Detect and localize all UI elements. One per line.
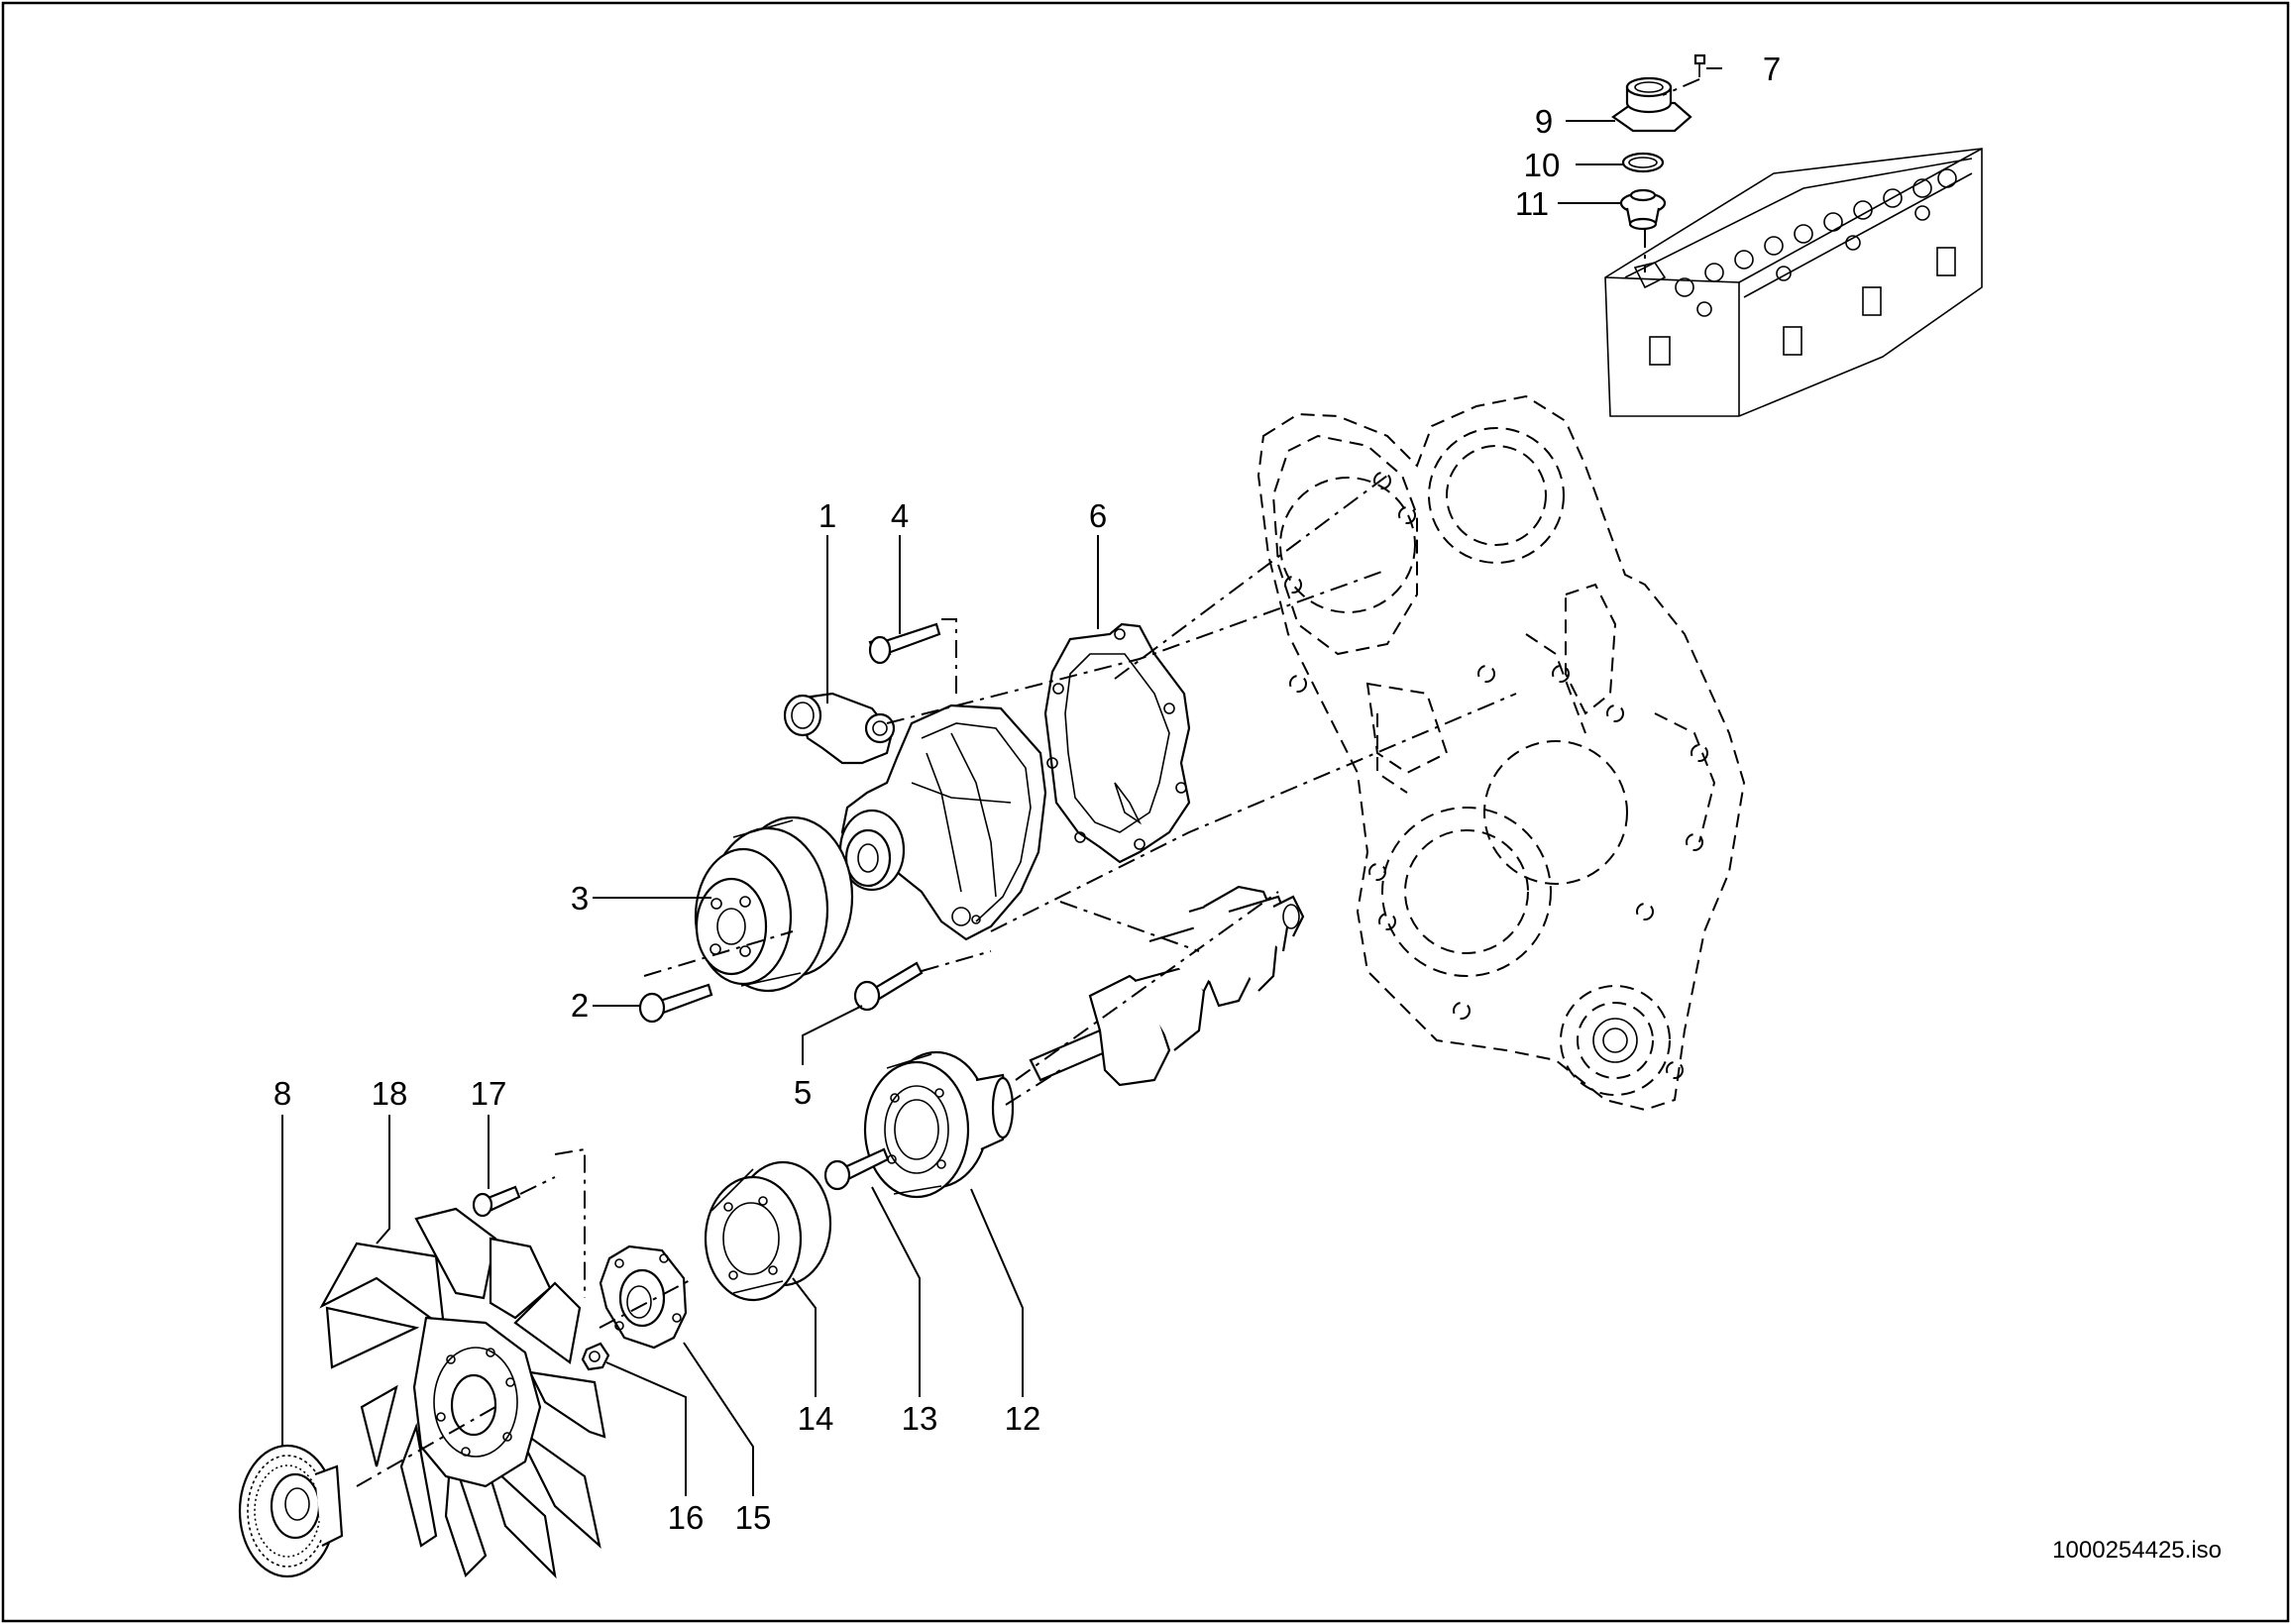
part-16-nut [581,1342,610,1371]
centerlines [356,475,1517,1487]
callout-11: 11 [1515,185,1549,222]
callout-15: 15 [735,1499,772,1536]
part-14-spacer [704,1160,832,1302]
part-17-bolt [472,1185,521,1218]
crankshaft [1029,885,1305,1087]
cylinder-head [1604,148,1983,417]
callout-8: 8 [273,1075,291,1112]
callout-10: 10 [1524,147,1561,183]
callout-17: 17 [471,1075,507,1112]
callout-6: 6 [1089,497,1107,534]
part-3-pulley [694,815,854,993]
callout-14: 14 [798,1400,834,1437]
part-12-crank-pulley [863,1050,1015,1199]
part-18-fan [319,1207,606,1579]
callout-3: 3 [571,880,589,917]
part-6-gasket [1043,622,1191,864]
timing-cover-outline [1256,394,1746,1112]
callout-7: 7 [1763,51,1781,87]
callout-1: 1 [818,497,836,534]
part-5-bolt [853,961,924,1012]
part-10-seal-ring [1621,152,1665,173]
callout-5: 5 [794,1074,812,1111]
part-11-thermostat [1619,188,1667,231]
part-8-fan-clutch [238,1444,344,1578]
part-13-bolt [823,1147,890,1191]
callout-16: 16 [668,1499,705,1536]
part-9-thermostat-housing [1611,76,1692,133]
part-1-water-pump [783,692,1047,941]
callout-4: 4 [891,497,909,534]
part-2-bolt [638,983,713,1024]
callout-labels: 1 2 3 4 5 6 7 8 9 10 11 12 13 14 15 16 1… [273,51,1781,1536]
part-4-bolt [868,622,941,665]
callout-18: 18 [372,1075,408,1112]
part-15-flange-hub [599,1245,688,1350]
file-id: 1000254425.iso [2052,1537,2222,1564]
callout-13: 13 [902,1400,938,1437]
callout-12: 12 [1005,1400,1041,1437]
leader-lines [281,67,1722,1496]
callout-2: 2 [571,987,589,1024]
part-7-screw [1693,54,1706,77]
callout-9: 9 [1535,103,1553,140]
